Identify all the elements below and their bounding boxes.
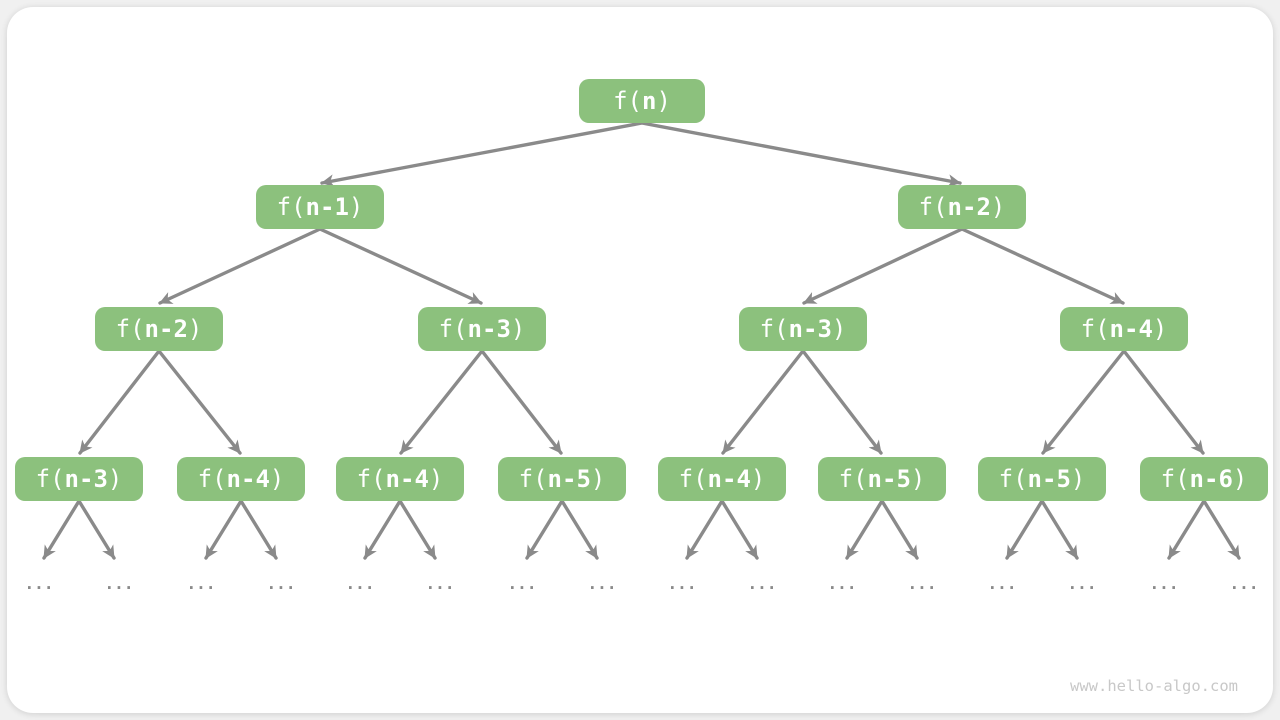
node-label: f(n-4) bbox=[679, 465, 766, 493]
tree-edge bbox=[399, 349, 484, 455]
tree-edge bbox=[1202, 499, 1241, 560]
tree-edge bbox=[525, 499, 564, 560]
ellipsis: ... bbox=[988, 574, 1017, 593]
ellipsis: ... bbox=[828, 574, 857, 593]
ellipsis-row: ... ... ... ... ... ... ... ... ... ... … bbox=[25, 574, 1259, 593]
node-label: f(n-4) bbox=[198, 465, 285, 493]
watermark: www.hello-algo.com bbox=[1070, 677, 1238, 695]
tree-node: f(n-4) bbox=[658, 457, 786, 501]
tree-node: f(n-2) bbox=[898, 185, 1026, 229]
node-box bbox=[256, 185, 384, 229]
tree-edge bbox=[1122, 349, 1205, 455]
tree-edge bbox=[318, 227, 483, 305]
ellipsis: ... bbox=[426, 574, 455, 593]
tree-nodes: f(n) f(n-1) f(n-2) f(n-2) f(n-3) bbox=[15, 79, 1268, 501]
tree-edges bbox=[42, 121, 1241, 560]
tree-node: f(n-3) bbox=[739, 307, 867, 351]
tree-edge bbox=[721, 349, 805, 455]
node-label: f(n-6) bbox=[1161, 465, 1248, 493]
node-box bbox=[336, 457, 464, 501]
node-label: f(n-5) bbox=[999, 465, 1086, 493]
tree-edge bbox=[1040, 499, 1079, 560]
tree-edge bbox=[801, 349, 883, 455]
node-label: f(n-5) bbox=[519, 465, 606, 493]
node-label: f(n-4) bbox=[357, 465, 444, 493]
ellipsis: ... bbox=[346, 574, 375, 593]
node-box bbox=[818, 457, 946, 501]
node-box bbox=[739, 307, 867, 351]
node-label: f(n-3) bbox=[36, 465, 123, 493]
tree-edge bbox=[880, 499, 919, 560]
tree-edge bbox=[1041, 349, 1126, 455]
tree-node: f(n-4) bbox=[336, 457, 464, 501]
node-box bbox=[579, 79, 705, 123]
tree-node: f(n-5) bbox=[978, 457, 1106, 501]
tree-edge bbox=[158, 227, 322, 305]
node-box bbox=[978, 457, 1106, 501]
tree-node: f(n-2) bbox=[95, 307, 223, 351]
node-box bbox=[898, 185, 1026, 229]
tree-edge bbox=[42, 499, 81, 560]
tree-edge bbox=[720, 499, 759, 560]
tree-edge bbox=[1005, 499, 1044, 560]
ellipsis: ... bbox=[908, 574, 937, 593]
ellipsis: ... bbox=[588, 574, 617, 593]
node-label: f(n-3) bbox=[439, 315, 526, 343]
node-box bbox=[15, 457, 143, 501]
ellipsis: ... bbox=[1068, 574, 1097, 593]
tree-edge bbox=[320, 121, 644, 188]
tree-node: f(n-1) bbox=[256, 185, 384, 229]
node-box bbox=[1060, 307, 1188, 351]
ellipsis: ... bbox=[1150, 574, 1179, 593]
node-label: f(n) bbox=[613, 87, 671, 115]
tree-edge bbox=[640, 121, 962, 188]
tree-node: f(n-3) bbox=[418, 307, 546, 351]
tree-edge bbox=[239, 499, 278, 560]
tree-edge bbox=[480, 349, 563, 455]
ellipsis: ... bbox=[508, 574, 537, 593]
node-label: f(n-2) bbox=[116, 315, 203, 343]
ellipsis: ... bbox=[267, 574, 296, 593]
tree-edge bbox=[560, 499, 599, 560]
tree-edge bbox=[363, 499, 402, 560]
tree-edge bbox=[845, 499, 884, 560]
ellipsis: ... bbox=[668, 574, 697, 593]
tree-edge bbox=[802, 227, 964, 305]
tree-edge bbox=[204, 499, 243, 560]
tree-edge bbox=[1167, 499, 1206, 560]
tree-edge bbox=[77, 499, 116, 560]
tree-edge bbox=[960, 227, 1125, 305]
node-box bbox=[177, 457, 305, 501]
node-box bbox=[95, 307, 223, 351]
node-label: f(n-5) bbox=[839, 465, 926, 493]
tree-node: f(n-5) bbox=[818, 457, 946, 501]
tree-edge bbox=[78, 349, 161, 455]
node-label: f(n-4) bbox=[1081, 315, 1168, 343]
tree-node: f(n-5) bbox=[498, 457, 626, 501]
tree-node-root: f(n) bbox=[579, 79, 705, 123]
tree-node: f(n-3) bbox=[15, 457, 143, 501]
tree-node: f(n-6) bbox=[1140, 457, 1268, 501]
tree-edge bbox=[398, 499, 437, 560]
node-label: f(n-2) bbox=[919, 193, 1006, 221]
node-label: f(n-3) bbox=[760, 315, 847, 343]
node-box bbox=[498, 457, 626, 501]
ellipsis: ... bbox=[105, 574, 134, 593]
node-box bbox=[418, 307, 546, 351]
tree-node: f(n-4) bbox=[177, 457, 305, 501]
node-box bbox=[658, 457, 786, 501]
ellipsis: ... bbox=[748, 574, 777, 593]
tree-node: f(n-4) bbox=[1060, 307, 1188, 351]
ellipsis: ... bbox=[187, 574, 216, 593]
ellipsis: ... bbox=[1230, 574, 1259, 593]
node-box bbox=[1140, 457, 1268, 501]
node-label: f(n-1) bbox=[277, 193, 364, 221]
ellipsis: ... bbox=[25, 574, 54, 593]
tree-edge bbox=[157, 349, 242, 455]
tree-edge bbox=[685, 499, 724, 560]
